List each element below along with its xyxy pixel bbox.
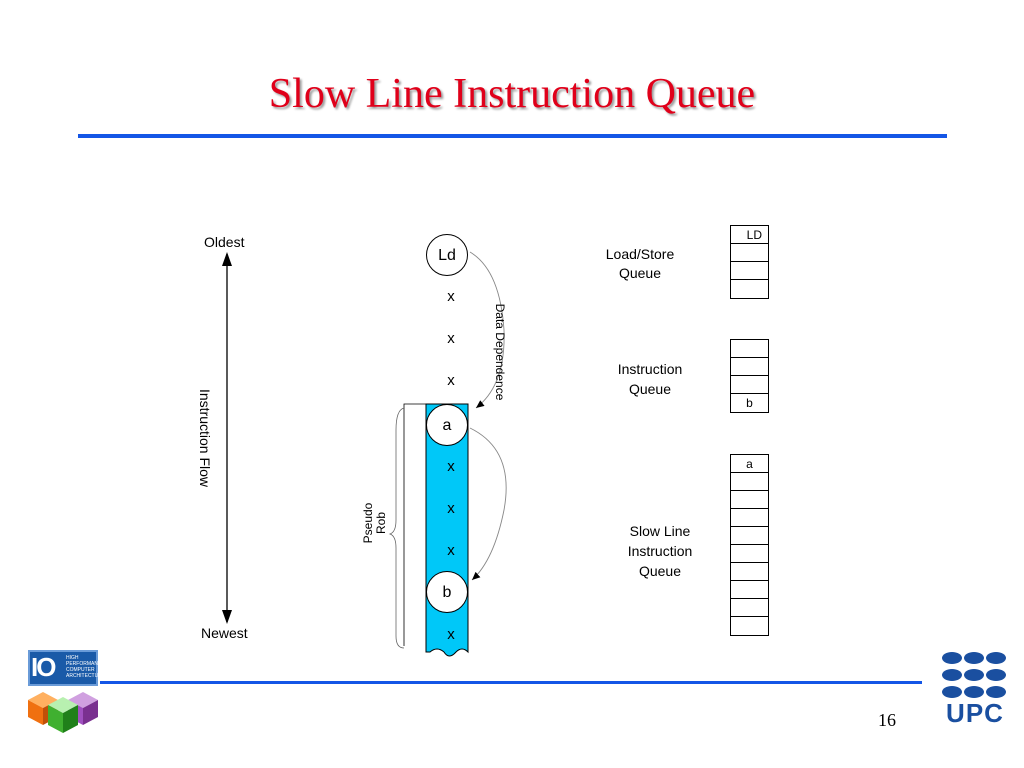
slq-label-line1: Slow Line bbox=[629, 523, 691, 539]
slq-entry bbox=[731, 473, 768, 491]
slide-title: Slow Line Instruction Queue bbox=[268, 71, 756, 117]
hpca-cubes bbox=[28, 692, 98, 733]
iq-label-line2: Queue bbox=[628, 381, 672, 397]
a-node: a bbox=[426, 404, 468, 446]
lsq-entry bbox=[731, 280, 768, 298]
x-node-7: x bbox=[447, 626, 455, 643]
hpca-logo: IO HIGH PERFORMANCE COMPUTER ARCHITECTUR… bbox=[28, 650, 118, 735]
slq-entry bbox=[731, 545, 768, 563]
x-node-1: x bbox=[447, 288, 455, 305]
instruction-queue: b bbox=[730, 339, 769, 413]
lsq-entry bbox=[731, 262, 768, 280]
load-store-queue: LD bbox=[730, 225, 769, 299]
x-node-3: x bbox=[447, 372, 455, 389]
iq-label-line1: Instruction bbox=[617, 361, 683, 377]
rob-outline bbox=[403, 403, 426, 646]
hpca-text-4: ARCHITECTURE bbox=[66, 673, 106, 679]
slq-entry bbox=[731, 581, 768, 599]
hpca-text-3: COMPUTER bbox=[66, 667, 95, 673]
x-node-6: x bbox=[447, 542, 455, 559]
slq-entry bbox=[731, 563, 768, 581]
hpca-logo-banner bbox=[28, 650, 98, 686]
lsq-entry: LD bbox=[731, 226, 768, 244]
slq-entry bbox=[731, 617, 768, 635]
iq-entry bbox=[731, 376, 768, 394]
hpca-logo-big: IO bbox=[31, 652, 56, 682]
arrow-head-down bbox=[222, 610, 232, 624]
data-dependence-arrow bbox=[469, 251, 505, 409]
iq-entry bbox=[731, 340, 768, 358]
rob-brace bbox=[388, 407, 405, 649]
dependence-arrow-a-b bbox=[469, 427, 507, 581]
slq-label: Slow Line Instruction Queue bbox=[610, 521, 710, 581]
b-node: b bbox=[426, 571, 468, 613]
upc-logo-text: UPC bbox=[946, 698, 1004, 728]
slq-entry bbox=[731, 491, 768, 509]
page-number: 16 bbox=[878, 710, 896, 730]
hpca-text-1: HIGH bbox=[66, 655, 79, 661]
iq-entry: b bbox=[746, 396, 753, 410]
slq-entry: a bbox=[731, 455, 768, 473]
slow-line-instruction-queue: a bbox=[730, 454, 769, 636]
title-rule bbox=[78, 134, 947, 138]
ld-node: Ld bbox=[426, 234, 468, 276]
iq-entry bbox=[731, 358, 768, 376]
x-node-4: x bbox=[447, 458, 455, 475]
pseudo-rob-label: Pseudo Rob bbox=[361, 493, 388, 553]
hpca-logo-text: HIGH PERFORMANCE COMPUTER ARCHITECTURE bbox=[66, 655, 105, 679]
slq-label-line2: Instruction bbox=[627, 543, 693, 559]
slq-entry bbox=[731, 509, 768, 527]
instruction-flow-label: Instruction Flow bbox=[197, 388, 213, 488]
newest-label: Newest bbox=[201, 625, 248, 641]
upc-logo bbox=[942, 652, 1006, 698]
footer-rule bbox=[100, 681, 922, 684]
iq-label: Instruction Queue bbox=[600, 359, 700, 399]
slq-entry bbox=[731, 599, 768, 617]
lsq-label: Load/Store Queue bbox=[590, 245, 690, 283]
x-node-5: x bbox=[447, 500, 455, 517]
lsq-label-line1: Load/Store bbox=[605, 246, 675, 262]
oldest-label: Oldest bbox=[204, 234, 245, 250]
lsq-entry bbox=[731, 244, 768, 262]
slq-entry bbox=[731, 527, 768, 545]
x-node-2: x bbox=[447, 330, 455, 347]
slq-label-line3: Queue bbox=[638, 563, 682, 579]
data-dependence-label: Data Dependence bbox=[493, 303, 507, 401]
lsq-label-line2: Queue bbox=[618, 265, 662, 281]
hpca-text-2: PERFORMANCE bbox=[66, 661, 105, 667]
pseudo-rob-label-line2: Rob bbox=[374, 512, 388, 535]
arrow-head-up bbox=[222, 252, 232, 266]
